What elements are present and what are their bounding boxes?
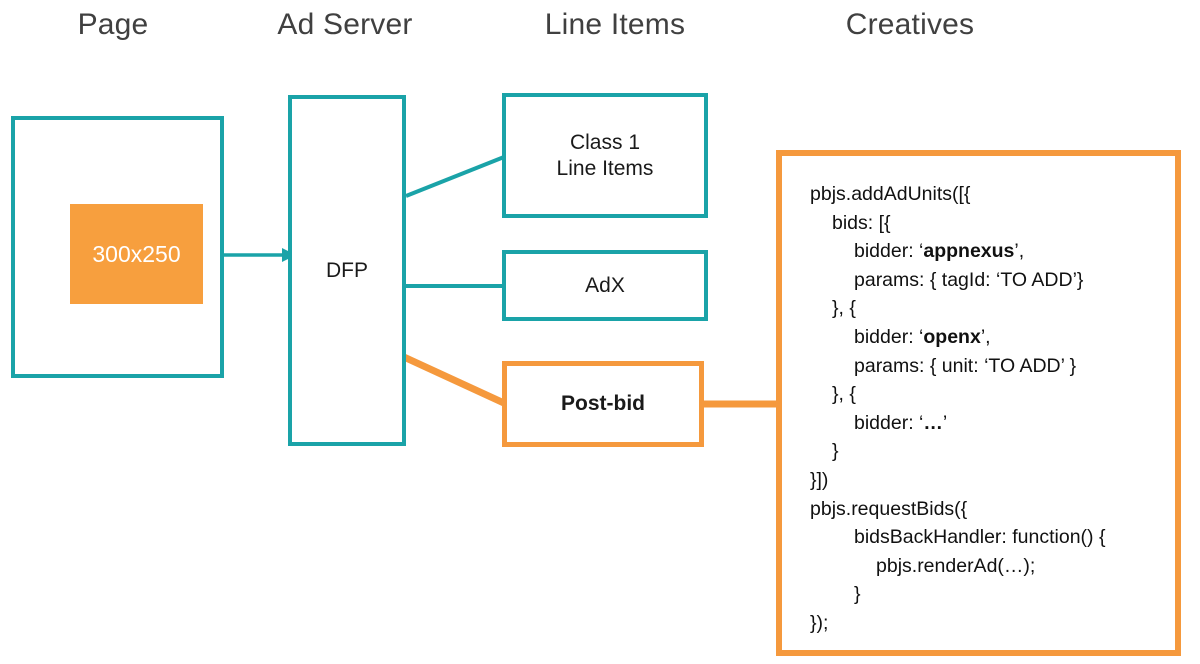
- code-line: pbjs.addAdUnits([{: [810, 180, 1155, 209]
- code-line: params: { unit: ‘TO ADD’ }: [810, 352, 1155, 381]
- code-token: }, {: [832, 383, 856, 406]
- adx-box[interactable]: AdX: [502, 250, 708, 321]
- dfp-label: DFP: [326, 258, 368, 282]
- code-line: bidder: ‘openx’,: [810, 323, 1155, 352]
- code-listing: pbjs.addAdUnits([{bids: [{bidder: ‘appne…: [810, 180, 1155, 638]
- code-token: pbjs.requestBids({: [810, 497, 968, 520]
- code-token: }, {: [832, 297, 856, 320]
- class1-label-line2: Line Items: [556, 156, 654, 180]
- connector-dfp-to-postbid: [399, 352, 511, 409]
- code-line: });: [810, 609, 1155, 638]
- creatives-code-box[interactable]: pbjs.addAdUnits([{bids: [{bidder: ‘appne…: [776, 150, 1181, 656]
- code-line: }: [810, 580, 1155, 609]
- code-token-bold: openx: [923, 325, 981, 348]
- code-token: ’,: [980, 325, 991, 348]
- class1-line-items-label: Class 1 Line Items: [557, 130, 654, 181]
- code-line: pbjs.renderAd(…);: [810, 552, 1155, 581]
- code-token: bidder: ‘: [854, 240, 924, 263]
- code-line: }]): [810, 466, 1155, 495]
- code-line: bids: [{: [810, 209, 1155, 238]
- code-token: params: { tagId: ‘TO ADD’}: [854, 268, 1084, 291]
- code-line: }, {: [810, 294, 1155, 323]
- code-token: });: [810, 611, 829, 634]
- code-line: pbjs.requestBids({: [810, 495, 1155, 524]
- code-token: bids: [{: [832, 211, 891, 234]
- code-line: }: [810, 437, 1155, 466]
- column-header-ad-server: Ad Server: [277, 8, 413, 41]
- code-token: pbjs.renderAd(…);: [876, 554, 1036, 577]
- code-line: params: { tagId: ‘TO ADD’}: [810, 266, 1155, 295]
- ad-slot-label: 300x250: [92, 240, 181, 267]
- column-header-line-items: Line Items: [544, 8, 686, 41]
- code-token: bidder: ‘: [854, 325, 924, 348]
- code-token: bidsBackHandler: function() {: [854, 526, 1106, 549]
- code-line: bidsBackHandler: function() {: [810, 523, 1155, 552]
- code-token: ’,: [1014, 240, 1025, 263]
- class1-label-line1: Class 1: [569, 130, 640, 154]
- post-bid-box[interactable]: Post-bid: [502, 361, 704, 447]
- dfp-box[interactable]: DFP: [288, 95, 406, 446]
- ad-slot-300x250[interactable]: 300x250: [70, 204, 203, 304]
- code-line: }, {: [810, 380, 1155, 409]
- code-token: bidder: ‘: [854, 411, 924, 434]
- code-token-bold: …: [923, 411, 943, 434]
- code-token: pbjs.addAdUnits([{: [810, 183, 971, 205]
- code-token: ’: [942, 411, 948, 434]
- code-token: }: [832, 440, 839, 463]
- column-header-creatives: Creatives: [845, 8, 975, 41]
- connector-dfp-to-class1: [405, 155, 505, 198]
- code-token: }: [854, 583, 861, 606]
- code-line: bidder: ‘appnexus’,: [810, 237, 1155, 266]
- adx-label: AdX: [585, 273, 625, 297]
- code-token-bold: appnexus: [923, 240, 1015, 263]
- column-header-page: Page: [77, 8, 149, 41]
- post-bid-label: Post-bid: [561, 392, 645, 416]
- code-line: bidder: ‘…’: [810, 409, 1155, 438]
- class1-line-items-box[interactable]: Class 1 Line Items: [502, 93, 708, 218]
- code-token: params: { unit: ‘TO ADD’ }: [854, 354, 1077, 377]
- code-token: }]): [810, 468, 829, 491]
